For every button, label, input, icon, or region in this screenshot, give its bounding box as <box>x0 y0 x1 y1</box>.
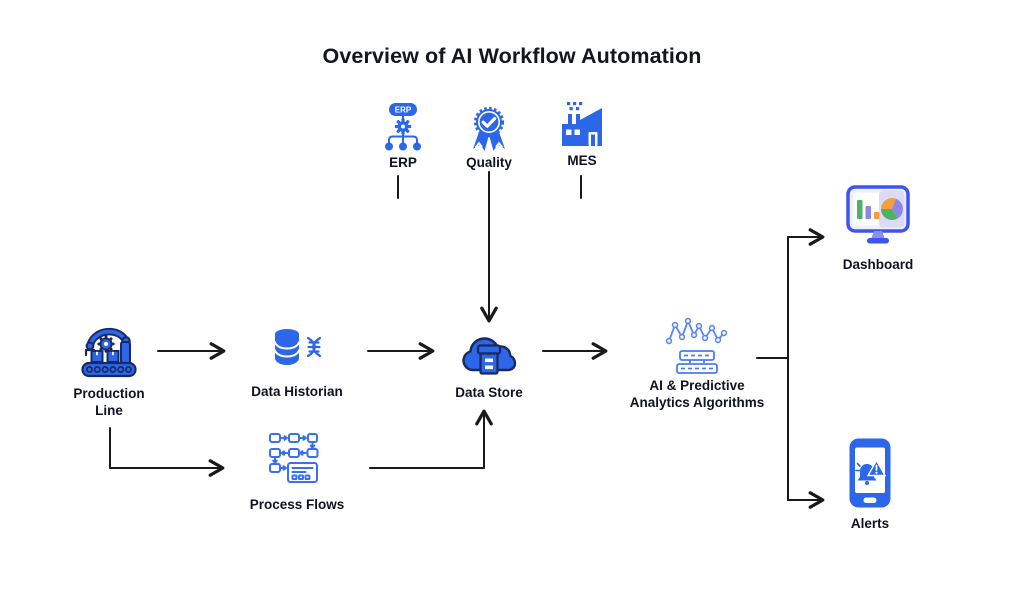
data-historian-icon <box>274 329 322 365</box>
production-line-label-line2: Line <box>95 402 123 418</box>
node-process-flows: Process Flows <box>247 432 347 514</box>
production-line-label: Production Line <box>73 386 144 419</box>
erp-label: ERP <box>389 155 417 170</box>
connector-processflows-to-datastore <box>369 409 493 469</box>
node-erp: ERP ERP <box>376 103 430 172</box>
alerts-icon <box>849 438 891 508</box>
node-dashboard: Dashboard <box>838 185 918 274</box>
ai-predictive-icon <box>665 317 728 374</box>
production-line-icon <box>81 328 137 378</box>
ai-predictive-label-line1: AI & Predictive <box>649 378 745 393</box>
dashboard-label: Dashboard <box>842 257 914 272</box>
node-production-line: Production Line <box>69 318 149 419</box>
process-flows-label: Process Flows <box>249 497 345 512</box>
data-historian-label: Data Historian <box>251 384 343 399</box>
data-store-icon <box>462 337 517 375</box>
production-line-label-line1: Production <box>73 386 145 401</box>
node-data-store: Data Store <box>449 328 529 402</box>
dashboard-icon <box>846 185 910 244</box>
node-quality: Quality <box>461 103 517 172</box>
erp-icon: ERP <box>385 103 421 151</box>
connector-production-to-processflows <box>109 427 225 477</box>
erp-badge-text: ERP <box>395 106 412 115</box>
data-store-label: Data Store <box>455 385 523 400</box>
node-alerts: Alerts <box>840 437 900 533</box>
mes-label: MES <box>567 153 597 168</box>
ai-predictive-label-line2: Analytics Algorithms <box>629 394 765 410</box>
diagram-title: Overview of AI Workflow Automation <box>322 44 702 68</box>
node-ai-predictive: AI & Predictive Analytics Algorithms <box>627 311 767 411</box>
node-data-historian: Data Historian <box>247 327 347 401</box>
node-mes: MES <box>556 102 608 170</box>
ai-predictive-label: AI & Predictive Analytics Algorithms <box>630 378 765 411</box>
mes-icon <box>562 102 602 146</box>
quality-label: Quality <box>466 155 512 170</box>
quality-icon <box>473 106 505 151</box>
process-flows-icon <box>269 433 319 483</box>
alerts-label: Alerts <box>850 516 890 531</box>
